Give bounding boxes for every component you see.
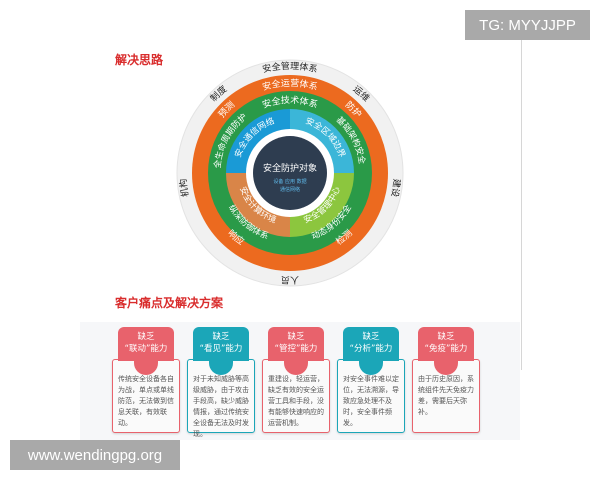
card-header-line2: “联动”能力 [124,344,168,354]
center-subtitle: 通信网络 [280,186,300,193]
orange-ring-title: 安全运营体系 [261,77,319,93]
card-header-tab [134,355,158,375]
card-header: 缺乏 “免疫”能力 [418,327,474,361]
center-protected-object [253,136,327,210]
card-header-line1: 缺乏 [362,332,380,342]
section-title-pain-points: 客户痛点及解决方案 [115,296,224,310]
card-header-line2: “免疫”能力 [424,344,468,354]
card-header-line1: 缺乏 [287,332,305,342]
card-description: 重建设，轻运营，缺乏有效的安全运营工具和手段，没有能够快速响应的运营机制。 [262,359,330,433]
pain-point-card: 由于历史原因，系统组件先天免疫力差，需要后天弥补。 缺乏 “免疫”能力 [412,327,480,433]
card-header-line1: 缺乏 [212,332,230,342]
card-header-tab [209,355,233,375]
center-subtitle: 设备 应用 数据 [273,178,306,185]
pain-point-card: 对安全事件难以定位，无法溯源，导致应急处理不及时，安全事件频发。 缺乏“分析”能… [337,327,405,433]
watermark-bottom: www.wendingpg.org [10,440,180,470]
card-header-line2: “分析”能力 [349,344,393,354]
card-header-line1: 缺乏 [437,332,455,342]
card-header-tab [434,355,458,375]
pain-point-card: 传统安全设备各自为战，单点或单线防范，无法做到信息关联，有效联动。 缺乏“联动”… [112,327,180,433]
card-header-tab [284,355,308,375]
center-title: 安全防护对象 [263,162,317,174]
section-title-solution: 解决思路 [115,53,164,67]
outer-ring-title: 安全管理体系 [261,60,318,75]
green-ring-title: 安全技术体系 [261,94,319,111]
security-system-diagram: 安全管理体系制度运维机构建设人员安全运营体系预测防护响应检测安全技术体系全生命周… [176,59,404,287]
card-header-line1: 缺乏 [137,332,155,342]
divider-line [521,40,522,370]
card-description: 由于历史原因，系统组件先天免疫力差，需要后天弥补。 [412,359,480,433]
card-header-tab [359,355,383,375]
card-header-line2: “管控”能力 [274,344,318,354]
pain-point-card: 对于未知威胁等高级威胁，由于攻击手段高，缺少威胁情报，通过传统安全设备无法及时发… [187,327,255,438]
pain-point-card: 重建设，轻运营，缺乏有效的安全运营工具和手段，没有能够快速响应的运营机制。 缺乏… [262,327,330,433]
watermark-top: TG: MYYJJPP [465,10,590,40]
card-header-line2: “看见”能力 [199,344,243,354]
